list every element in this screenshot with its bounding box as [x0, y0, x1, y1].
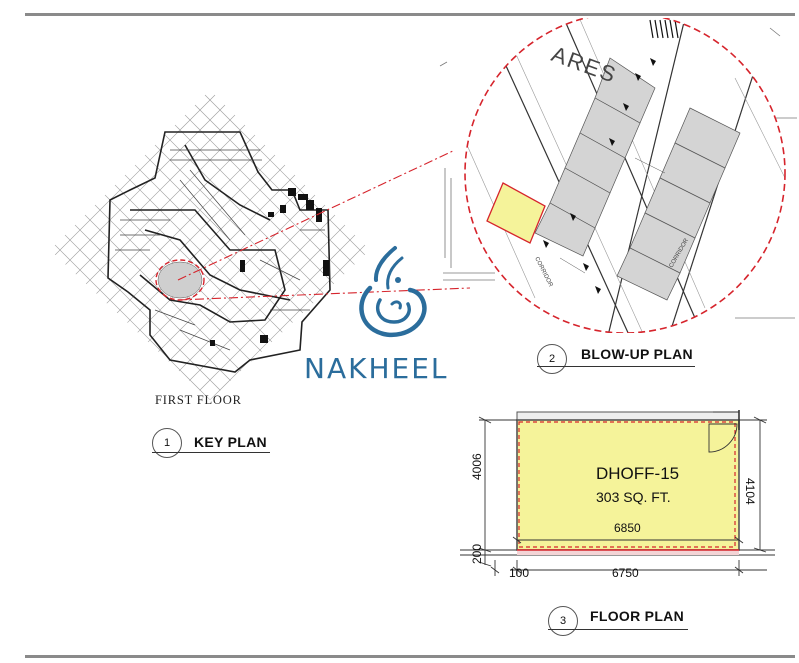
dim-right-height: 4104	[743, 478, 757, 505]
bottom-rule	[25, 655, 795, 658]
highlighted-unit	[486, 182, 546, 244]
nakheel-logo-mark	[359, 246, 427, 338]
key-plan-number-badge: 1	[152, 428, 182, 458]
dim-left-offset: 100	[509, 566, 530, 580]
dim-bottom-offset: 200	[470, 543, 484, 564]
blowup-plan-title: BLOW-UP PLAN	[581, 346, 693, 362]
top-rule	[25, 13, 795, 16]
floor-plan-number-badge: 3	[548, 606, 578, 636]
floor-plan-title: FLOOR PLAN	[590, 608, 684, 624]
key-plan-underline	[152, 452, 270, 454]
blowup-plan-number-badge: 2	[537, 344, 567, 374]
blowup-plan-drawing: ARES CORRIDOR CORRIDOR	[439, 18, 797, 333]
key-plan-title: KEY PLAN	[194, 434, 267, 450]
unit-name: DHOFF-15	[596, 464, 680, 483]
street-fragment-label: ARES	[548, 41, 620, 88]
dim-outer-width: 6750	[612, 566, 639, 580]
dim-left-height: 4006	[470, 453, 484, 480]
blowup-plan-underline	[537, 366, 695, 368]
key-plan-floor-caption: FIRST FLOOR	[155, 393, 242, 407]
dim-inner-width: 6850	[614, 521, 641, 535]
floor-plan-drawing	[460, 410, 775, 576]
corridor-label: CORRIDOR	[533, 256, 553, 288]
floor-plan-underline	[548, 629, 688, 631]
unit-area: 303 SQ. FT.	[596, 489, 671, 505]
key-plan-drawing	[50, 90, 370, 400]
brand-name: NAKHEEL	[304, 352, 449, 385]
